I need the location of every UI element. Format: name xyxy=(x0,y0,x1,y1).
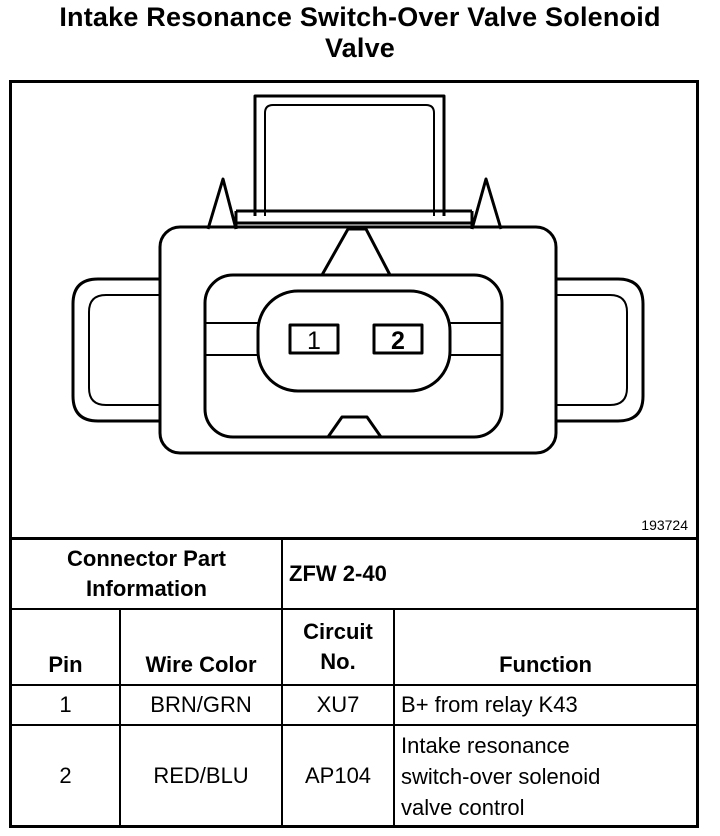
row-1-pin: 1 xyxy=(12,683,121,726)
connector-part-label: Connector Part Information xyxy=(12,537,284,610)
side-bars xyxy=(205,322,502,356)
table-row: 2 RED/BLU AP104 Intake resonance switch-… xyxy=(12,723,697,827)
pin-1-label: 1 xyxy=(307,327,321,355)
left-lock-tab xyxy=(206,177,238,230)
header-circuit-no: Circuit No. xyxy=(281,607,396,686)
connector-top-tab xyxy=(253,94,446,216)
page-title: Intake Resonance Switch-Over Valve Solen… xyxy=(0,2,720,64)
title-line-2: Valve xyxy=(324,33,396,63)
pin-2-box xyxy=(372,323,424,355)
connector-part-row: Connector Part Information ZFW 2-40 xyxy=(12,537,697,610)
connector-top-rail xyxy=(236,209,472,225)
table-header-row: Pin Wire Color Circuit No. Function xyxy=(12,607,697,686)
row-1-circuit: XU7 xyxy=(281,683,396,726)
connector-body xyxy=(158,225,558,455)
title-line-1: Intake Resonance Switch-Over Valve Solen… xyxy=(59,2,661,32)
header-wire-color: Wire Color xyxy=(118,607,284,686)
pin-2-label: 2 xyxy=(391,327,405,355)
bottom-key xyxy=(326,415,383,438)
row-2-pin: 2 xyxy=(12,723,121,827)
pin-1-box xyxy=(288,323,340,355)
connector-part-value: ZFW 2-40 xyxy=(281,537,697,610)
diagram-frame: 1 2 193724 Connector Part Information ZF… xyxy=(9,80,699,828)
connector-figure: 1 2 193724 xyxy=(12,83,696,537)
pin-cavity xyxy=(256,289,452,393)
left-side-ear xyxy=(71,277,160,423)
connector-table: Connector Part Information ZFW 2-40 Pin … xyxy=(12,537,697,827)
row-2-function: Intake resonance switch-over solenoid va… xyxy=(393,723,697,827)
figure-number: 193724 xyxy=(641,517,688,533)
connector-top-tab-inner xyxy=(264,104,435,216)
top-key xyxy=(320,227,392,276)
row-1-function: B+ from relay K43 xyxy=(393,683,697,726)
row-2-circuit: AP104 xyxy=(281,723,396,827)
right-lock-tab xyxy=(470,177,503,230)
table-row: 1 BRN/GRN XU7 B+ from relay K43 xyxy=(12,683,697,726)
right-side-ear xyxy=(556,277,645,423)
row-1-wire-color: BRN/GRN xyxy=(118,683,284,726)
row-2-wire-color: RED/BLU xyxy=(118,723,284,827)
header-pin: Pin xyxy=(12,607,121,686)
connector-drawing: 1 2 xyxy=(71,94,645,455)
header-function: Function xyxy=(393,607,697,686)
